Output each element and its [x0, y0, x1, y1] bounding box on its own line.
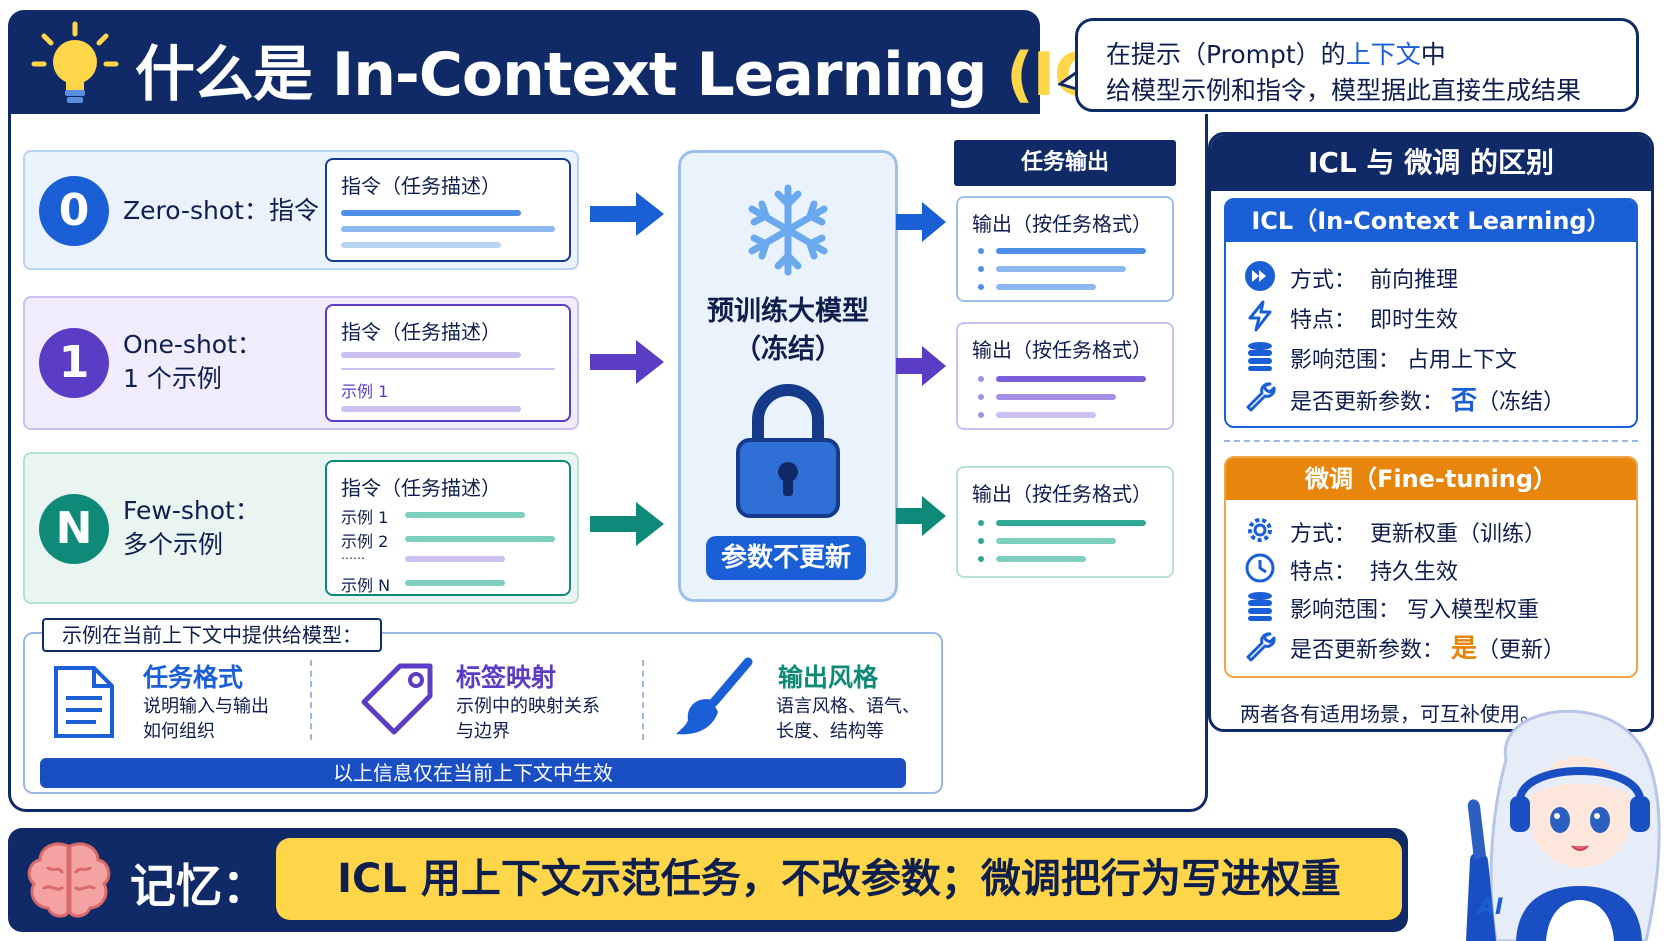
memory-summary-text: ICL 用上下文示范任务，不改参数；微调把行为写进权重: [337, 856, 1341, 902]
model-name: 预训练大模型（冻结）: [707, 296, 869, 365]
context-info-title: 示例在当前上下文中提供给模型：: [42, 618, 382, 652]
arrow-right-icon: [896, 346, 946, 386]
lightning-icon: [1248, 300, 1272, 332]
one-shot-row: 1 One-shot：1 个示例 指令（任务描述） 示例 1: [23, 296, 579, 430]
context-scope-note: 以上信息仅在当前上下文中生效: [40, 758, 906, 788]
fine-tuning-panel: 微调（Fine-tuning） 方式： 更新权重（训练） 特点： 持久生效 影响…: [1224, 456, 1638, 678]
wrench-icon: [1246, 632, 1276, 662]
zero-shot-label: Zero-shot：指令: [123, 196, 319, 225]
snowflake-icon: [748, 184, 828, 276]
few-shot-label: Few-shot：多个示例: [123, 496, 260, 559]
brain-icon: [27, 842, 111, 918]
icl-panel: ICL（In-Context Learning） 方式： 前向推理 特点： 即时…: [1224, 198, 1638, 428]
title-bar: [8, 10, 1040, 114]
pretrained-model-box: [678, 150, 898, 602]
arrow-right-icon: [896, 202, 946, 242]
ai-mascot-illustration: [1466, 709, 1661, 941]
arrow-right-icon: [590, 502, 664, 546]
zero-shot-row: 0 Zero-shot：指令 指令（任务描述）: [23, 150, 579, 270]
fast-forward-icon: [1245, 261, 1275, 291]
main-frame: [8, 114, 1208, 812]
few-shot-prompt-card: 指令（任务描述） 示例 1 示例 2 …… 示例 N: [325, 460, 571, 596]
ai-badge: AI: [1478, 895, 1504, 920]
lightbulb-icon: [31, 21, 119, 103]
memory-label: 记忆：: [130, 859, 268, 913]
output-card: 输出（按任务格式）: [956, 466, 1174, 578]
database-icon: [1248, 592, 1272, 621]
comparison-footnote: 两者各有适用场景，可互补使用。: [1240, 702, 1540, 726]
arrow-right-icon: [590, 340, 664, 384]
few-shot-row: N Few-shot：多个示例 指令（任务描述） 示例 1 示例 2 …… 示例…: [23, 452, 579, 604]
paintbrush-icon: [676, 657, 753, 735]
comparison-header: ICL 与 微调 的区别: [1211, 135, 1651, 191]
wrench-icon: [1246, 382, 1276, 412]
task-output-header: 任务输出: [954, 140, 1176, 186]
params-not-updated-badge: 参数不更新: [706, 536, 866, 580]
clock-icon: [1245, 553, 1275, 583]
zero-shot-badge: 0: [39, 176, 109, 246]
one-shot-prompt-card: 指令（任务描述） 示例 1: [325, 304, 571, 422]
tag-icon: [361, 663, 433, 735]
output-card: 输出（按任务格式）: [956, 196, 1174, 302]
arrow-right-icon: [590, 192, 664, 236]
definition-callout: 在提示（Prompt）的上下文中 给模型示例和指令，模型据此直接生成结果: [1075, 18, 1639, 112]
database-icon: [1248, 342, 1272, 371]
gear-icon: [1248, 518, 1272, 542]
arrow-right-icon: [896, 496, 946, 536]
one-shot-label: One-shot：1 个示例: [123, 330, 262, 393]
output-card: 输出（按任务格式）: [956, 322, 1174, 430]
few-shot-badge: N: [39, 494, 109, 564]
document-icon: [54, 666, 114, 738]
lock-icon: [736, 384, 840, 518]
page-title: 什么是 In-Context Learning (ICL): [135, 40, 1162, 110]
zero-shot-prompt-card: 指令（任务描述）: [325, 158, 571, 262]
one-shot-badge: 1: [39, 328, 109, 398]
memory-summary-box: [276, 838, 1402, 920]
